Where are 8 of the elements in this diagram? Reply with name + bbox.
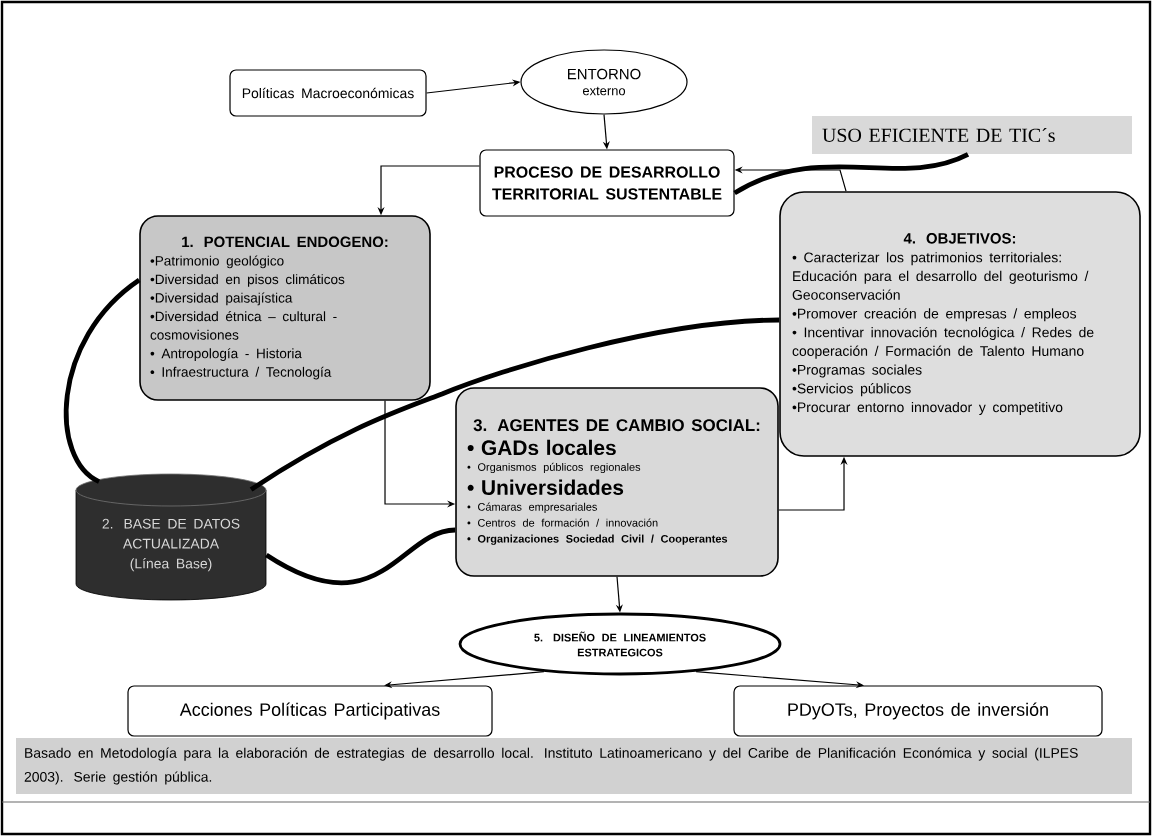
connector-curve xyxy=(265,527,456,586)
action-box: Acciones Políticas Participativas xyxy=(127,685,493,737)
connector-curve xyxy=(733,152,969,196)
arrow xyxy=(384,671,545,689)
ict-banner: USO EFICIENTE DE TIC´s xyxy=(812,116,1132,154)
project-box: PDyOTs, Proyectos de inversión xyxy=(733,685,1103,737)
connector-curve xyxy=(63,278,141,484)
connector-curve xyxy=(249,317,780,492)
